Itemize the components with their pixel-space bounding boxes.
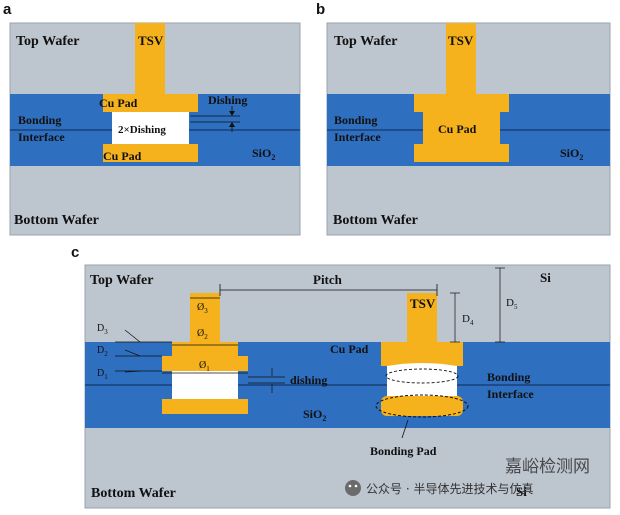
panel-b-interface-label: Interface xyxy=(334,130,381,144)
panel-b-tsv xyxy=(446,23,476,95)
panel-b-top-wafer-label: Top Wafer xyxy=(334,34,397,49)
panel-a-cu-pad-bottom-label: Cu Pad xyxy=(103,149,142,163)
panel-a-dishing-label: Dishing xyxy=(208,93,247,107)
watermark: 嘉峪检测网 公众号 · 半导体先进技术与仿真 xyxy=(345,457,590,496)
panel-c-d2-leader xyxy=(124,349,141,357)
panel-b-cu-pad-core xyxy=(423,112,500,144)
panel-c-d3-label: D3 xyxy=(97,323,108,336)
panel-b: b Top Wafer TSV Bonding Interface Cu Pad… xyxy=(316,1,611,236)
watermark-faint-text: 嘉峪检测网 xyxy=(505,457,590,477)
panel-b-bottom-wafer-label: Bottom Wafer xyxy=(333,213,418,228)
panel-c-left-void xyxy=(172,371,238,399)
panel-c-bonding-pad-leader xyxy=(401,419,409,439)
panel-b-sio2-label: SiO2 xyxy=(560,146,583,162)
panel-c-letter: c xyxy=(71,244,79,261)
panel-c-interface-label: Interface xyxy=(487,387,534,401)
panel-b-tsv-label: TSV xyxy=(448,33,474,48)
panel-c-right-tsv xyxy=(407,293,437,343)
panel-a-dishing-void xyxy=(112,112,189,144)
panel-b-letter: b xyxy=(316,1,325,18)
panel-c-bonding-label: Bonding xyxy=(487,370,530,384)
panel-c-left-top-neck xyxy=(172,342,238,356)
panel-a-cu-pad-top xyxy=(103,94,198,112)
panel-c-o1-label: Ø1 xyxy=(199,360,210,373)
panel-a-bonding-label: Bonding xyxy=(18,113,61,127)
panel-c-right-bottom-pad xyxy=(381,396,463,416)
panel-c-si-top-label: Si xyxy=(540,270,551,285)
watermark-text: 公众号 · 半导体先进技术与仿真 xyxy=(366,482,533,496)
panel-b-pad-top-flange xyxy=(414,94,509,112)
panel-c-left-bottom-pad xyxy=(162,399,248,414)
panel-c-tsv-label: TSV xyxy=(410,296,436,311)
panel-a-cu-pad-top-label: Cu Pad xyxy=(99,96,138,110)
panel-c-right-upper-ellipse xyxy=(385,368,459,384)
panel-a-dim-arrowhead xyxy=(229,111,235,116)
panel-c-pitch-label: Pitch xyxy=(313,272,343,287)
panel-c-o2-label: Ø2 xyxy=(197,328,208,341)
wechat-icon-eye xyxy=(348,484,352,488)
panel-c-d1-label: D1 xyxy=(97,368,108,381)
panel-a-bottom-wafer-label: Bottom Wafer xyxy=(14,213,99,228)
panel-c-right-top-pad xyxy=(381,342,463,366)
panel-c-dishing-label: dishing xyxy=(290,373,327,387)
panel-a: a Top Wafer TSV Cu Pad Dishing Bonding I… xyxy=(3,1,301,236)
panel-a-letter: a xyxy=(3,1,12,18)
panel-c: c xyxy=(71,244,611,509)
panel-c-bonding-pad-label: Bonding Pad xyxy=(370,444,437,458)
panel-c-d2-label: D2 xyxy=(97,345,108,358)
panel-c-left-top-pad xyxy=(162,356,248,371)
panel-a-2x-dishing-label: 2×Dishing xyxy=(118,124,166,136)
panel-a-interface-label: Interface xyxy=(18,130,65,144)
panel-a-cu-pad-bottom xyxy=(103,144,198,162)
panel-c-cu-pad-label: Cu Pad xyxy=(330,342,369,356)
panel-c-right-void xyxy=(387,363,457,399)
panel-c-top-wafer-label: Top Wafer xyxy=(90,273,153,288)
wechat-icon-eye xyxy=(354,484,358,488)
panel-a-tsv xyxy=(135,23,165,95)
panel-c-bottom-wafer-label: Bottom Wafer xyxy=(91,486,176,501)
panel-c-d5-label: D5 xyxy=(506,297,518,311)
panel-a-dim-arrowhead xyxy=(229,122,235,127)
panel-b-bonding-label: Bonding xyxy=(334,113,377,127)
panel-c-d1-leader xyxy=(124,370,141,373)
panel-b-pad-bottom-flange xyxy=(414,144,509,162)
panel-c-bonding-pad-ellipse xyxy=(375,394,469,418)
panel-c-sio2-label: SiO2 xyxy=(303,407,326,423)
panel-c-si-bottom-label: Si xyxy=(516,484,527,499)
panel-c-d4-label: D4 xyxy=(462,313,474,327)
panel-b-cu-pad-label: Cu Pad xyxy=(438,122,477,136)
panel-a-top-wafer-label: Top Wafer xyxy=(16,34,79,49)
panel-c-left-tsv xyxy=(190,293,220,343)
panel-c-o3-label: Ø3 xyxy=(197,302,208,315)
panel-c-d3-leader xyxy=(124,329,141,343)
panel-a-sio2-label: SiO2 xyxy=(252,146,275,162)
wechat-icon xyxy=(345,480,361,496)
panel-a-tsv-label: TSV xyxy=(138,33,164,48)
